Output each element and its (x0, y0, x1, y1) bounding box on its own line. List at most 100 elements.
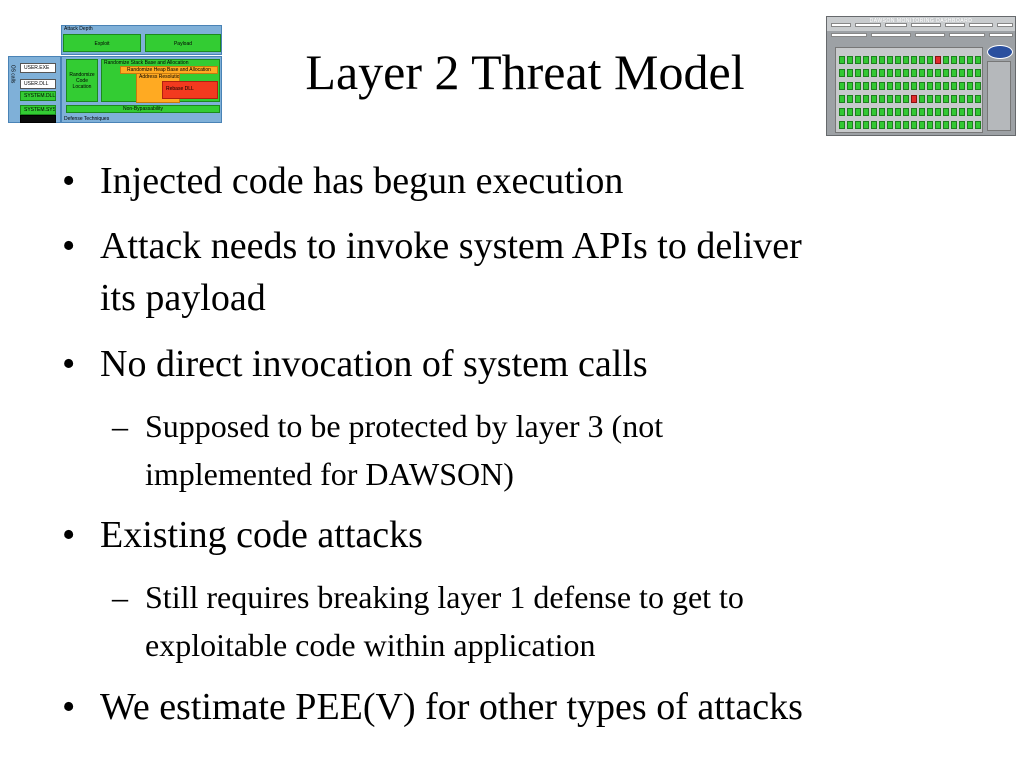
status-cell (855, 56, 861, 64)
randomize-code-location-line-1: Randomize (69, 72, 95, 78)
status-cell (847, 69, 853, 77)
system-sys-box: SYSTEM.SYS (20, 105, 56, 115)
status-cell (967, 95, 973, 103)
bullet-text: No direct invocation of system calls (100, 343, 648, 385)
status-cell (839, 56, 845, 64)
status-cell (927, 108, 933, 116)
status-cell (935, 69, 941, 77)
bullet-marker: • (62, 225, 76, 267)
status-cell (847, 56, 853, 64)
randomize-code-location-box: Randomize Code Location (66, 59, 98, 102)
status-cell (903, 95, 909, 103)
status-cell (895, 121, 901, 129)
bullet-marker: • (62, 160, 76, 202)
status-cell (903, 56, 909, 64)
status-cell (951, 69, 957, 77)
kernel-bar (20, 115, 56, 123)
status-cell (871, 69, 877, 77)
status-cell (839, 108, 845, 116)
status-cell (839, 82, 845, 90)
status-cell (855, 82, 861, 90)
status-cell (975, 69, 981, 77)
status-cell (951, 108, 957, 116)
status-cell (959, 82, 965, 90)
status-cell (959, 108, 965, 116)
status-cell (863, 69, 869, 77)
dashboard-grid-panel (835, 47, 983, 133)
status-cell (839, 95, 845, 103)
status-cell (887, 108, 893, 116)
randomize-code-location-line-3: Location (72, 84, 92, 90)
status-cell (879, 82, 885, 90)
dashboard-field (989, 33, 1013, 37)
dashboard-title: DAWSON MONITORING DASHBOARD (869, 18, 973, 24)
status-cell (975, 82, 981, 90)
sub-bullet-marker: – (112, 579, 128, 615)
status-cell (919, 108, 925, 116)
status-cell (951, 95, 957, 103)
status-cell (855, 108, 861, 116)
user-exe-box: USER.EXE (20, 63, 56, 73)
sub-bullet-text: Supposed to be protected by layer 3 (not (145, 408, 664, 444)
status-cell (959, 95, 965, 103)
status-cell (879, 108, 885, 116)
attack-defense-diagram: Attack Depth Exploit Payload OS calls US… (8, 25, 222, 123)
status-cell (879, 95, 885, 103)
payload-box: Payload (145, 34, 221, 52)
status-cell (951, 56, 957, 64)
bullet-text: We estimate PEE(V) for other types of at… (100, 686, 803, 728)
status-cell (887, 56, 893, 64)
sub-bullet-text-continued: exploitable code within application (145, 627, 596, 663)
status-cell (935, 95, 941, 103)
status-cell (935, 82, 941, 90)
status-cell (911, 121, 917, 129)
os-calls-label: OS calls (9, 64, 16, 84)
non-bypassability-box: Non-Bypassability (66, 105, 220, 113)
status-cell (871, 108, 877, 116)
status-cell (919, 121, 925, 129)
bullet-marker: • (62, 514, 76, 556)
status-cell (895, 69, 901, 77)
status-cell (975, 95, 981, 103)
status-cell (935, 56, 941, 64)
status-cell (911, 95, 917, 103)
status-cell (839, 69, 845, 77)
status-cell (951, 82, 957, 90)
system-dll-box: SYSTEM.DLL (20, 91, 56, 101)
status-cell (943, 95, 949, 103)
status-cell (887, 82, 893, 90)
logo-icon (987, 45, 1013, 59)
status-cell (863, 108, 869, 116)
status-cell (847, 121, 853, 129)
status-cell (903, 82, 909, 90)
status-cell (967, 69, 973, 77)
exploit-box: Exploit (63, 34, 141, 52)
monitoring-dashboard-thumbnail: DAWSON MONITORING DASHBOARD (826, 16, 1016, 136)
status-cell (943, 56, 949, 64)
status-cell (967, 56, 973, 64)
status-cell (879, 121, 885, 129)
status-cell (903, 69, 909, 77)
status-cell (895, 108, 901, 116)
status-cell (959, 69, 965, 77)
status-cell (847, 108, 853, 116)
status-cell (887, 121, 893, 129)
status-cell (847, 95, 853, 103)
status-cell (943, 82, 949, 90)
dashboard-field (885, 23, 907, 27)
status-cell (919, 95, 925, 103)
rebase-dll-box: Rebase DLL (162, 81, 218, 99)
dashboard-field (831, 23, 851, 27)
dashboard-field (915, 33, 945, 37)
dashboard-field (949, 33, 985, 37)
status-cell (879, 69, 885, 77)
status-cell (951, 121, 957, 129)
status-cell (911, 82, 917, 90)
bullet-text: Injected code has begun execution (100, 160, 624, 202)
dashboard-field (855, 23, 881, 27)
status-cell (975, 121, 981, 129)
status-cell (967, 82, 973, 90)
status-cell (975, 56, 981, 64)
bullet-text: Attack needs to invoke system APIs to de… (100, 225, 802, 267)
sub-bullet-text: Still requires breaking layer 1 defense … (145, 579, 744, 615)
